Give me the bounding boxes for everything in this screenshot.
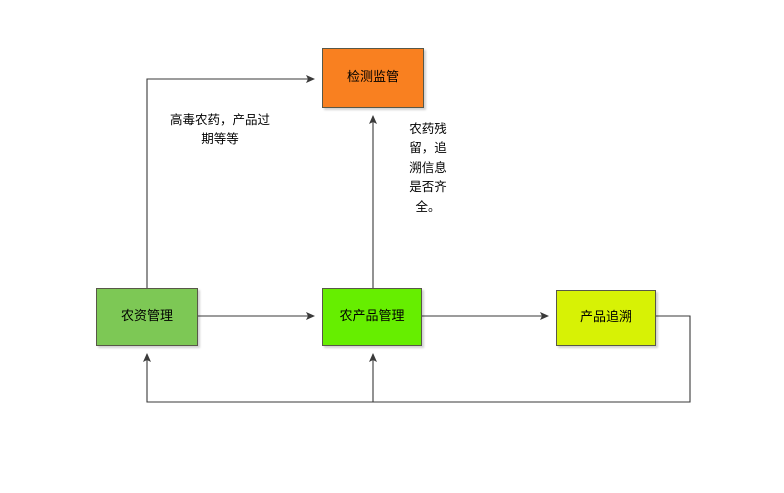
node-traceability[interactable]: 产品追溯	[556, 290, 656, 346]
node-agri-product[interactable]: 农产品管理	[322, 288, 422, 346]
node-inspection[interactable]: 检测监管	[322, 48, 424, 108]
connector-traceability-to-agri-product	[369, 315, 691, 403]
connector-traceability-to-agri-input	[143, 353, 373, 403]
edge-label-pesticide-issue: 高毒农药，产品过 期等等	[169, 112, 270, 147]
connector-agri-input-to-inspection	[146, 75, 315, 288]
node-agri-input[interactable]: 农资管理	[96, 288, 198, 346]
edge-label-residue-check: 农药残 留，追 溯信息 是否齐 全。	[409, 121, 447, 214]
